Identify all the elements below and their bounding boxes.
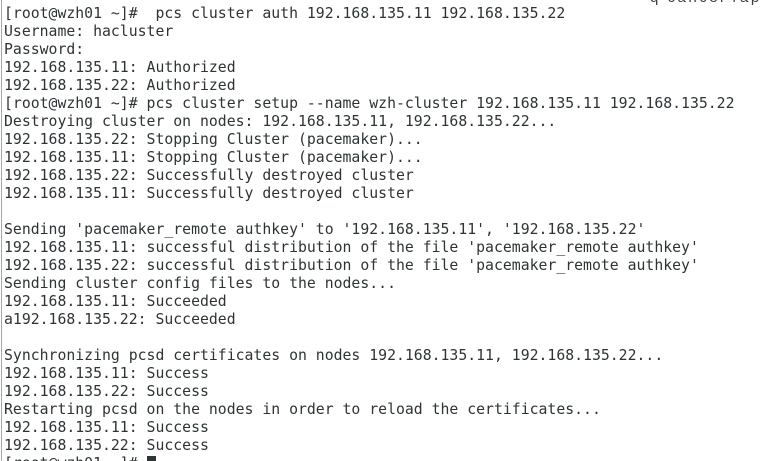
terminal-line: 192.168.135.22: Success bbox=[4, 383, 209, 400]
terminal-line: 192.168.135.11: successful distribution … bbox=[4, 239, 699, 256]
terminal-line: [root@wzh01 ~]# pcs cluster auth 192.168… bbox=[4, 5, 566, 22]
terminal-line: 192.168.135.11: Success bbox=[4, 365, 209, 382]
terminal-line: 192.168.135.11: Succeeded bbox=[4, 293, 227, 310]
terminal-line: Sending 'pacemaker_remote authkey' to '1… bbox=[4, 221, 646, 238]
terminal-line: 192.168.135.11: Stopping Cluster (pacema… bbox=[4, 149, 423, 166]
terminal-line: 192.168.135.11: Authorized bbox=[4, 59, 236, 76]
terminal-line: 192.168.135.22: Success bbox=[4, 437, 209, 454]
terminal-line bbox=[4, 329, 770, 347]
terminal-line: Sending cluster config files to the node… bbox=[4, 275, 396, 292]
terminal-cursor bbox=[146, 456, 156, 461]
terminal-line: 192.168.135.11: Successfully destroyed c… bbox=[4, 185, 414, 202]
terminal-line: 192.168.135.22: Successfully destroyed c… bbox=[4, 167, 414, 184]
terminal-line: Synchronizing pcsd certificates on nodes… bbox=[4, 347, 664, 364]
terminal-line: 192.168.135.11: Success bbox=[4, 419, 209, 436]
terminal-line: 192.168.135.22: Authorized bbox=[4, 77, 236, 94]
terminal-line: 192.168.135.22: successful distribution … bbox=[4, 257, 699, 274]
terminal-line: Destroying cluster on nodes: 192.168.135… bbox=[4, 113, 557, 130]
terminal-line bbox=[4, 203, 770, 221]
terminal-line: Password: bbox=[4, 41, 85, 58]
clipped-text-fragment: q cancel rap bbox=[650, 0, 762, 6]
terminal-line: a192.168.135.22: Succeeded bbox=[4, 311, 236, 328]
terminal-prompt-line: [root@wzh01 ~]# bbox=[4, 455, 770, 461]
terminal-line: [root@wzh01 ~]# pcs cluster setup --name… bbox=[4, 95, 735, 112]
terminal-line: Username: hacluster bbox=[4, 23, 174, 40]
terminal-line: 192.168.135.22: Stopping Cluster (pacema… bbox=[4, 131, 423, 148]
terminal-output[interactable]: [root@wzh01 ~]# pcs cluster auth 192.168… bbox=[4, 5, 770, 461]
window-left-border bbox=[1, 0, 2, 461]
terminal-lines: [root@wzh01 ~]# pcs cluster auth 192.168… bbox=[4, 5, 770, 455]
terminal-line: Restarting pcsd on the nodes in order to… bbox=[4, 401, 601, 418]
prompt-text: [root@wzh01 ~]# bbox=[4, 455, 147, 461]
